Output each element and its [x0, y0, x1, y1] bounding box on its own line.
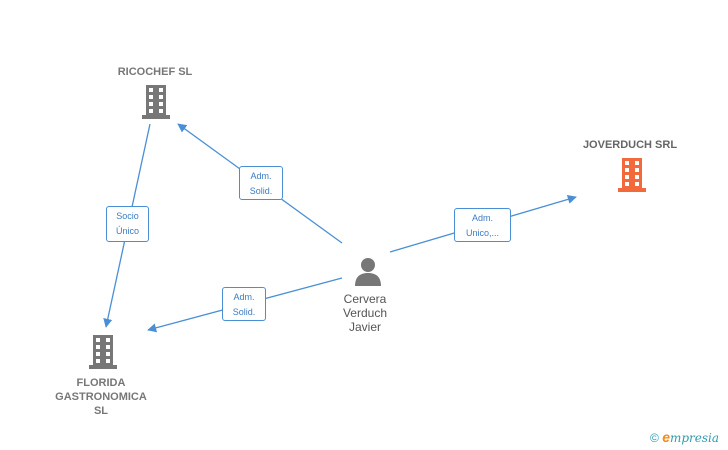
edge-label-line: Adm.: [233, 292, 255, 302]
edge-label-line: Solid.: [232, 307, 256, 317]
empresia-brand[interactable]: © empresia: [650, 429, 719, 445]
edge-label-line: Único: [115, 226, 139, 236]
edge-label-line: Adm.: [250, 171, 272, 181]
person-icon[interactable]: [353, 256, 383, 286]
building-icon[interactable]: [140, 85, 172, 119]
edge-label-line: Solid.: [249, 186, 273, 196]
edge-label-ricochef-florida[interactable]: Socio Único: [106, 206, 149, 242]
company-name-line: SL: [93, 405, 109, 417]
brand-logo-letter: e: [662, 429, 670, 445]
building-icon[interactable]: [616, 158, 648, 192]
edge-label-person-ricochef[interactable]: Adm. Solid.: [239, 166, 283, 200]
company-name-joverduch[interactable]: JOVERDUCH SRL: [582, 139, 678, 151]
edge-label-line: Socio: [116, 211, 139, 221]
company-name-ricochef[interactable]: RICOCHEF SL: [117, 66, 193, 78]
edge-label-line: Unico,...: [465, 228, 499, 238]
company-name-line: GASTRONOMICA: [55, 391, 147, 403]
building-icon[interactable]: [87, 335, 119, 369]
company-name-line: FLORIDA: [76, 377, 126, 389]
edge-label-person-florida[interactable]: Adm. Solid.: [222, 287, 266, 321]
edge-label-person-joverduch[interactable]: Adm. Unico,...: [454, 208, 511, 242]
person-name-line: Cervera: [343, 292, 387, 306]
person-name-line: Javier: [348, 320, 381, 334]
brand-logo-text: mpresia: [669, 431, 720, 445]
copyright-icon: ©: [650, 431, 659, 445]
company-name-florida[interactable]: FLORIDA GASTRONOMICA SL: [40, 376, 162, 418]
person-name[interactable]: Cervera Verduch Javier: [318, 292, 412, 334]
edge-label-line: Adm.: [471, 213, 493, 223]
person-name-line: Verduch: [342, 306, 388, 320]
